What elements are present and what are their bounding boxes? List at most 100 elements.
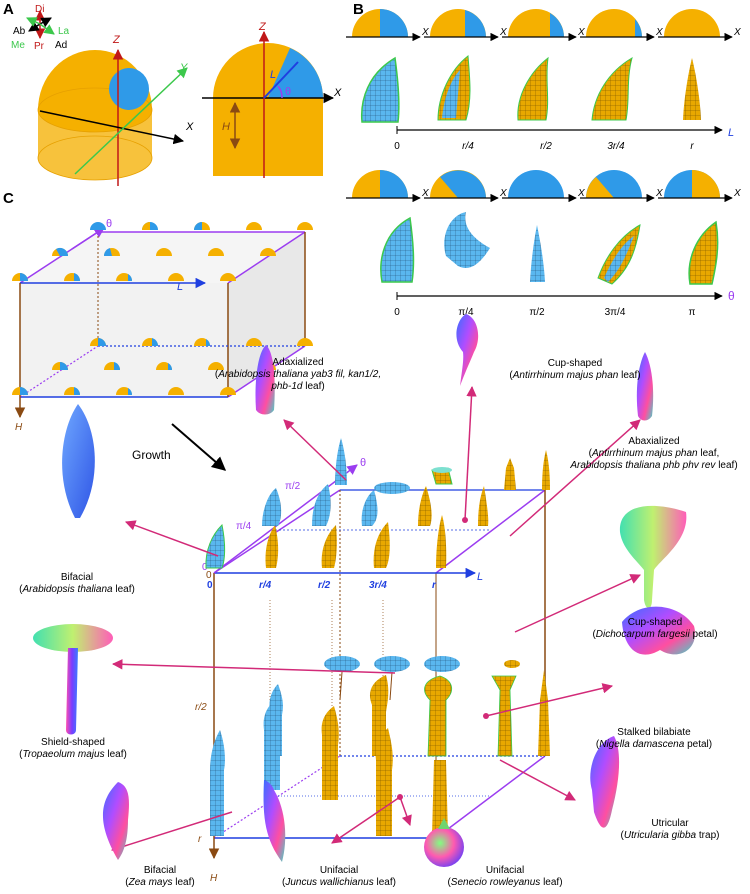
cross-section: Z X L θ H	[202, 21, 342, 178]
annotation-abaxialized: Abaxialized (Antirrhinum majus phan leaf…	[569, 436, 737, 471]
b-x-label: X	[577, 27, 585, 38]
lateral-label: La	[58, 26, 70, 37]
annotation-title: Stalked bilabiate	[617, 727, 691, 738]
z-axis-label-2d: Z	[258, 21, 267, 33]
b-row1-tick: r/4	[462, 141, 474, 152]
annotation-title: Utricular	[651, 818, 689, 829]
b-l-axis-label: L	[728, 127, 734, 139]
growth-label: Growth	[132, 448, 171, 462]
annotation-unifacial-senecio: Unifacial (Senecio rowleyanus leaf)	[447, 865, 562, 888]
x-axis-label-3d: X	[185, 121, 194, 133]
panel-c-label: C	[3, 190, 14, 207]
b-x-label: X	[421, 188, 429, 199]
shield-shaped-leaf-cap	[33, 624, 113, 652]
main-h-tick: 0	[206, 570, 212, 581]
bilabiate-petal-shape	[622, 606, 696, 655]
b-row2-tick: π/2	[529, 307, 545, 318]
b-x-label: X	[499, 188, 507, 199]
abaxial-label: Ab	[13, 26, 26, 37]
b-theta-axis-label: θ	[728, 289, 735, 303]
panel-a-label: A	[3, 1, 14, 18]
annotation-line: (Juncus wallichianus leaf)	[282, 877, 396, 888]
dome-3d: Z X Y	[37, 34, 194, 186]
annotation-title: Adaxialized	[272, 357, 323, 368]
annotation-unifacial-juncus: Unifacial (Juncus wallichianus leaf)	[282, 865, 396, 888]
main-l-label: L	[477, 571, 483, 583]
b-row1-shapes	[360, 55, 701, 123]
annotation-line: Arabidopsis thaliana phb phv rev leaf)	[569, 460, 737, 471]
b-row1-tick: 0	[394, 141, 400, 152]
b-row2-tick: 3π/4	[605, 307, 626, 318]
b-row2-shapes	[380, 212, 719, 285]
orientation-compass: Di Pr Ab Ad La Me	[11, 4, 70, 52]
annotation-line: phb-1d leaf)	[270, 381, 324, 392]
abaxialized-leaf-shape	[636, 352, 654, 421]
annotation-title: Unifacial	[320, 865, 358, 876]
specimen-illustrations	[33, 314, 696, 867]
annotation-line: (Zea mays leaf)	[125, 877, 194, 888]
annotation-line: (Antirrhinum majus phan leaf)	[509, 370, 640, 381]
main-h-tick: r/2	[195, 702, 207, 713]
annotation-cup-shaped-petal: Cup-shaped (Dichocarpum fargesii petal)	[592, 617, 717, 640]
main-theta-tick: π/2	[285, 481, 301, 492]
annotation-line: (Arabidopsis thaliana leaf)	[19, 584, 135, 595]
b-row2-tick: 0	[394, 307, 400, 318]
b-row2-semicircles: X X X X X	[346, 170, 741, 203]
main-l-tick: r/2	[318, 580, 331, 591]
b-row2-axis: θ 0 π/4 π/2 3π/4 π	[394, 289, 735, 318]
annotation-bifacial-arabidopsis: Bifacial (Arabidopsis thaliana leaf)	[19, 572, 135, 595]
l-label-2d: L	[270, 69, 276, 81]
main-theta-tick: π/4	[236, 521, 252, 532]
annotation-line: (Tropaeolum majus leaf)	[19, 749, 127, 760]
utricular-trap-shape	[590, 736, 620, 828]
h-label-2d: H	[222, 121, 230, 133]
z-axis-label-3d: Z	[112, 34, 121, 46]
main-l-tick: r	[432, 580, 437, 591]
adaxial-label: Ad	[55, 40, 67, 51]
theta-label-2d: θ	[285, 86, 291, 98]
b-x-label: X	[421, 27, 429, 38]
annotation-cup-shaped-leaf: Cup-shaped (Antirrhinum majus phan leaf)	[509, 358, 640, 381]
shield-shaped-leaf-stalk	[66, 648, 78, 735]
b-row1-axis: L 0 r/4 r/2 3r/4 r	[394, 125, 734, 152]
b-x-label: X	[577, 188, 585, 199]
annotation-dots	[397, 517, 489, 800]
juncus-leaf-shape	[263, 780, 286, 862]
annotation-line: (Senecio rowleyanus leaf)	[447, 877, 562, 888]
panel-a: A Di Pr Ab Ad La Me Z X Y	[3, 1, 342, 186]
medial-label: Me	[11, 40, 25, 51]
annotation-stalked-bilabiate: Stalked bilabiate (Nigella damascena pet…	[596, 727, 712, 750]
cube-primordia	[205, 438, 550, 836]
annotation-title: Unifacial	[486, 865, 524, 876]
cube-l-label: L	[177, 281, 183, 293]
cup-shaped-petal-shape	[619, 505, 687, 609]
b-x-label: X	[655, 188, 663, 199]
distal-label: Di	[35, 4, 44, 15]
b-x-label: X	[655, 27, 663, 38]
b-x-label: X	[733, 27, 741, 38]
annotation-title: Abaxialized	[628, 436, 679, 447]
b-row1-tick: r	[690, 141, 694, 152]
bifacial-leaf-shape	[62, 404, 95, 518]
b-row2-tick: π/4	[458, 307, 474, 318]
annotation-title: Cup-shaped	[548, 358, 602, 369]
growth-arrow: Growth	[132, 423, 227, 471]
annotation-line: (Arabidopsis thaliana yab3 fil, kan1/2,	[215, 369, 381, 380]
annotation-line: (Nigella damascena petal)	[596, 739, 712, 750]
schematic-cube: L θ H	[14, 218, 306, 433]
annotation-utricular: Utricular (Utricularia gibba trap)	[621, 818, 720, 841]
panel-b: B X X X X	[346, 1, 741, 318]
main-l-tick: r/4	[259, 580, 272, 591]
annotation-labels: Adaxialized (Arabidopsis thaliana yab3 f…	[19, 357, 737, 888]
panel-c: C L θ H Growth	[3, 190, 738, 888]
b-x-label: X	[499, 27, 507, 38]
main-theta-label: θ	[360, 457, 366, 469]
annotation-title: Cup-shaped	[628, 617, 682, 628]
zea-leaf-shape	[102, 782, 129, 860]
schematic-domes	[12, 222, 313, 395]
annotation-line: (Antirrhinum majus phan leaf,	[589, 448, 720, 459]
senecio-leaf-shape	[424, 827, 464, 867]
b-x-label: X	[733, 188, 741, 199]
cube-theta-label: θ	[106, 218, 112, 230]
